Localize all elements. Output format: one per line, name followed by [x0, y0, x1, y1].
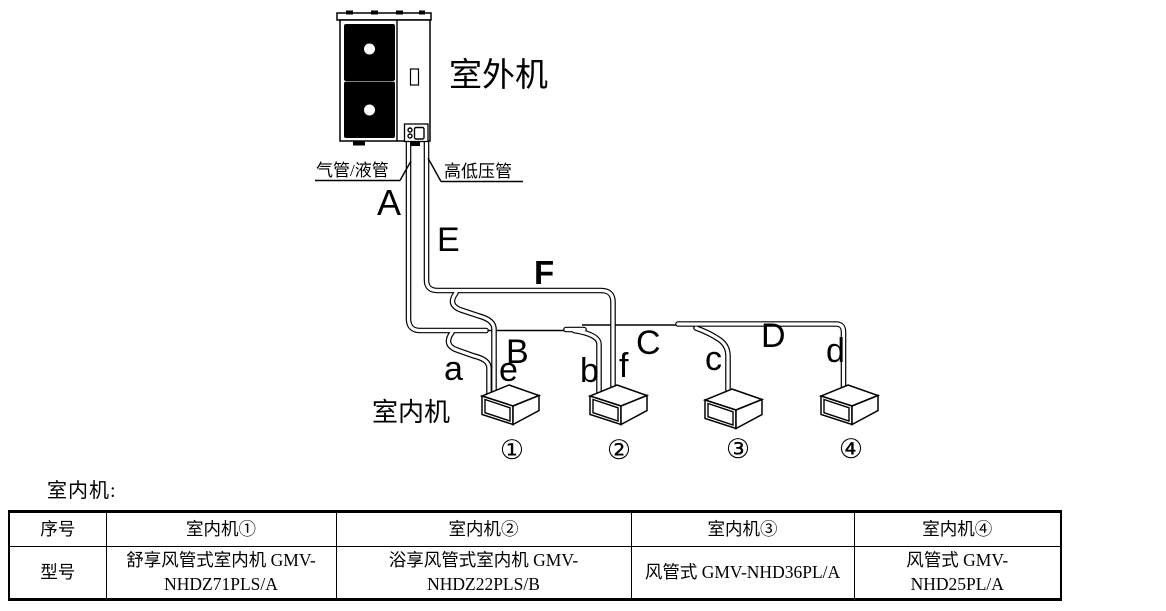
- outdoor-unit: [336, 10, 432, 146]
- col-header-index: 序号: [8, 511, 107, 547]
- col-header-unit-1: 室内机①: [105, 511, 337, 547]
- indoor-unit-3-number: ③: [726, 434, 750, 464]
- pipe-callouts: 气管/液管 高低压管: [315, 157, 523, 183]
- col-header-unit-4: 室内机④: [853, 511, 1062, 547]
- pipe-label-c: c: [705, 340, 722, 378]
- pipe-label-C: C: [636, 324, 661, 362]
- indoor-unit-spec-table: 序号 室内机① 室内机② 室内机③ 室内机④ 型号 舒享风管式室内机 GMV-N…: [8, 510, 1062, 601]
- outdoor-unit-foot-left: [353, 141, 365, 146]
- col-header-unit-2: 室内机②: [335, 511, 632, 547]
- indoor-unit-2-number: ②: [607, 435, 631, 465]
- pipe-link-lines: [486, 324, 680, 332]
- table-caption: 室内机:: [47, 480, 117, 502]
- pipe-label-B: B: [506, 333, 529, 371]
- pipe-label-F: F: [534, 254, 554, 291]
- table-header-row: 序号 室内机① 室内机② 室内机③ 室内机④: [8, 511, 1062, 547]
- outdoor-unit-foot-right: [410, 142, 420, 146]
- indoor-unit-4-box: [820, 384, 879, 426]
- pipe-label-f: f: [619, 347, 629, 385]
- col-header-unit-3: 室内机③: [630, 511, 855, 547]
- outdoor-unit-handle: [409, 68, 420, 86]
- pipe-label-e: e: [499, 351, 518, 389]
- outdoor-unit-label: 室外机: [449, 57, 548, 94]
- indoor-units-label: 室内机: [372, 398, 450, 427]
- model-unit-4: 风管式 GMV-NHD25PL/A: [853, 546, 1062, 600]
- row-header-model: 型号: [8, 546, 107, 600]
- piping-diagram: 气管/液管 高低压管 室外机 室内机 A E F B C D a e b f c…: [315, 10, 879, 465]
- pipe-label-d: d: [826, 332, 845, 370]
- pipe-label-a: a: [444, 350, 463, 388]
- model-unit-2: 浴享风管式室内机 GMV-NHDZ22PLS/B: [335, 546, 632, 600]
- fan-hub-top: [364, 43, 375, 55]
- table-model-row: 型号 舒享风管式室内机 GMV-NHDZ71PLS/A 浴享风管式室内机 GMV…: [8, 546, 1062, 600]
- pipe-label-b: b: [580, 352, 599, 390]
- model-unit-1: 舒享风管式室内机 GMV-NHDZ71PLS/A: [105, 546, 337, 600]
- indoor-unit-1-number: ①: [500, 435, 524, 465]
- fan-hub-bottom: [364, 104, 375, 116]
- pipe-label-A: A: [377, 182, 401, 223]
- gas-liquid-pipe-label: 气管/液管: [316, 161, 389, 180]
- pipe-label-D: D: [761, 317, 786, 355]
- high-low-pressure-pipe-label: 高低压管: [444, 162, 512, 181]
- pipe-label-E: E: [437, 221, 460, 259]
- indoor-unit-4-number: ④: [839, 434, 863, 464]
- model-unit-3: 风管式 GMV-NHD36PL/A: [630, 546, 855, 600]
- indoor-unit-3-box: [704, 388, 763, 430]
